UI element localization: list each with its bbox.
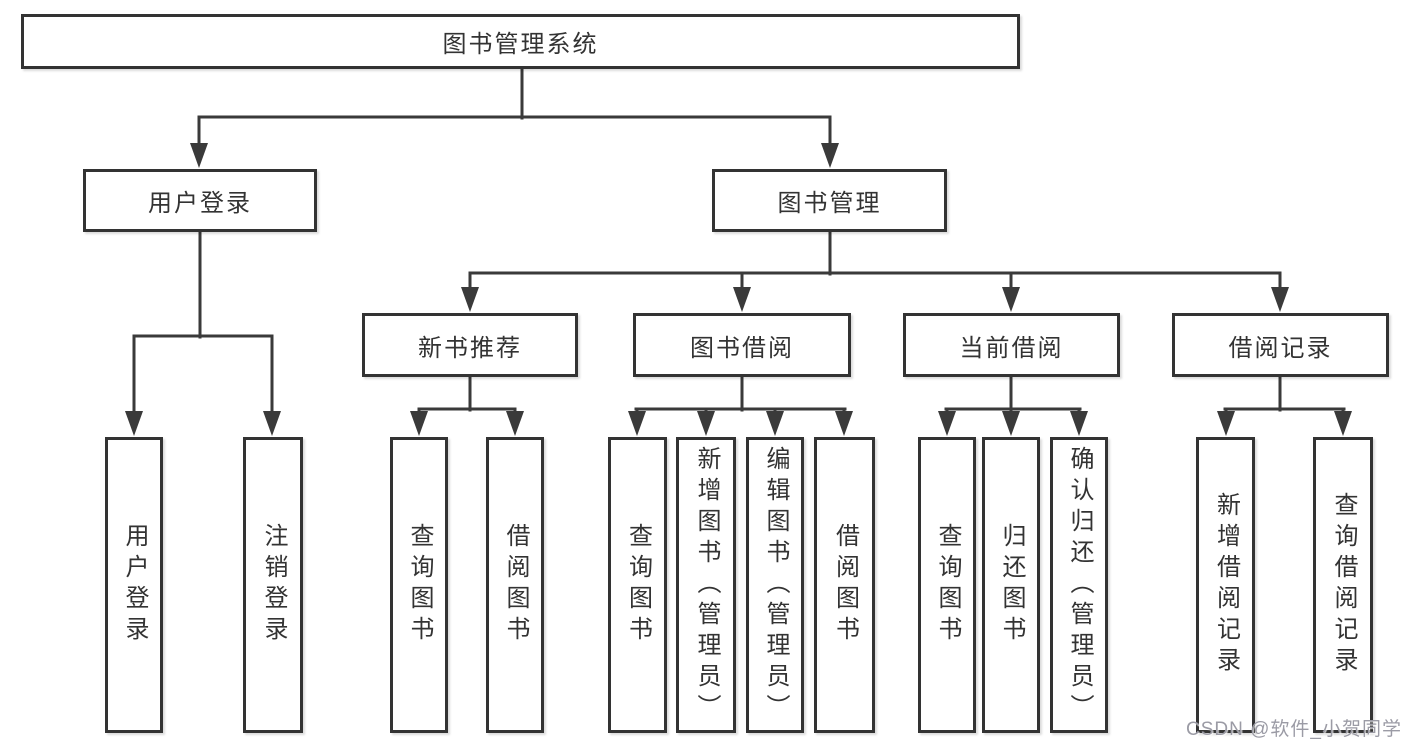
leaf-query-books-borrowing-label: 查询图书 [624,523,652,647]
node-book-management: 图书管理 [712,169,947,232]
leaf-query-books-current: 查询图书 [918,437,976,733]
node-new-book-recommendation: 新书推荐 [362,313,578,377]
leaf-return-books-label: 归还图书 [998,523,1025,647]
node-book-borrowing: 图书借阅 [633,313,851,377]
leaf-borrow-books-recommend-label: 借阅图书 [502,523,529,647]
leaf-borrow-books-borrowing-label: 借阅图书 [831,523,859,647]
leaf-borrow-books-borrowing: 借阅图书 [814,437,875,733]
node-user-login: 用户登录 [83,169,317,232]
leaf-user-login-label: 用户登录 [121,523,148,647]
leaf-confirm-return-admin: 确认归还（管理员） [1050,437,1108,733]
node-book-management-label: 图书管理 [777,190,882,217]
node-current-borrowing-label: 当前借阅 [959,334,1064,362]
node-root: 图书管理系统 [21,14,1020,69]
node-book-borrowing-label: 图书借阅 [690,334,794,362]
leaf-logout-login: 注销登录 [243,437,303,733]
leaf-add-borrow-record: 新增借阅记录 [1196,437,1255,733]
node-borrowing-records-label: 借阅记录 [1228,334,1333,362]
leaf-user-login: 用户登录 [105,437,163,733]
leaf-confirm-return-admin-label: 确认归还（管理员） [1066,445,1093,725]
leaf-borrow-books-recommend: 借阅图书 [486,437,544,733]
node-user-login-label: 用户登录 [148,190,252,217]
leaf-query-books-recommend-label: 查询图书 [406,523,433,647]
leaf-query-borrow-record: 查询借阅记录 [1313,437,1373,733]
leaf-add-book-admin: 新增图书（管理员） [676,437,736,733]
leaf-logout-login-label: 注销登录 [260,523,287,647]
leaf-return-books: 归还图书 [982,437,1040,733]
node-new-book-recommendation-label: 新书推荐 [418,334,522,362]
node-current-borrowing: 当前借阅 [903,313,1120,377]
leaf-edit-book-admin-label: 编辑图书（管理员） [762,445,789,725]
leaf-query-borrow-record-label: 查询借阅记录 [1330,492,1357,678]
leaf-query-books-borrowing: 查询图书 [608,437,667,733]
node-borrowing-records: 借阅记录 [1172,313,1389,377]
leaf-edit-book-admin: 编辑图书（管理员） [746,437,804,733]
leaf-add-book-admin-label: 新增图书（管理员） [693,445,720,725]
node-root-label: 图书管理系统 [442,31,599,58]
arrowheads [125,143,1352,436]
watermark-text: CSDN @软件_小贺同学 [1186,719,1402,740]
leaf-query-books-current-label: 查询图书 [934,523,961,647]
leaf-query-books-recommend: 查询图书 [390,437,448,733]
leaf-add-borrow-record-label: 新增借阅记录 [1212,492,1240,678]
